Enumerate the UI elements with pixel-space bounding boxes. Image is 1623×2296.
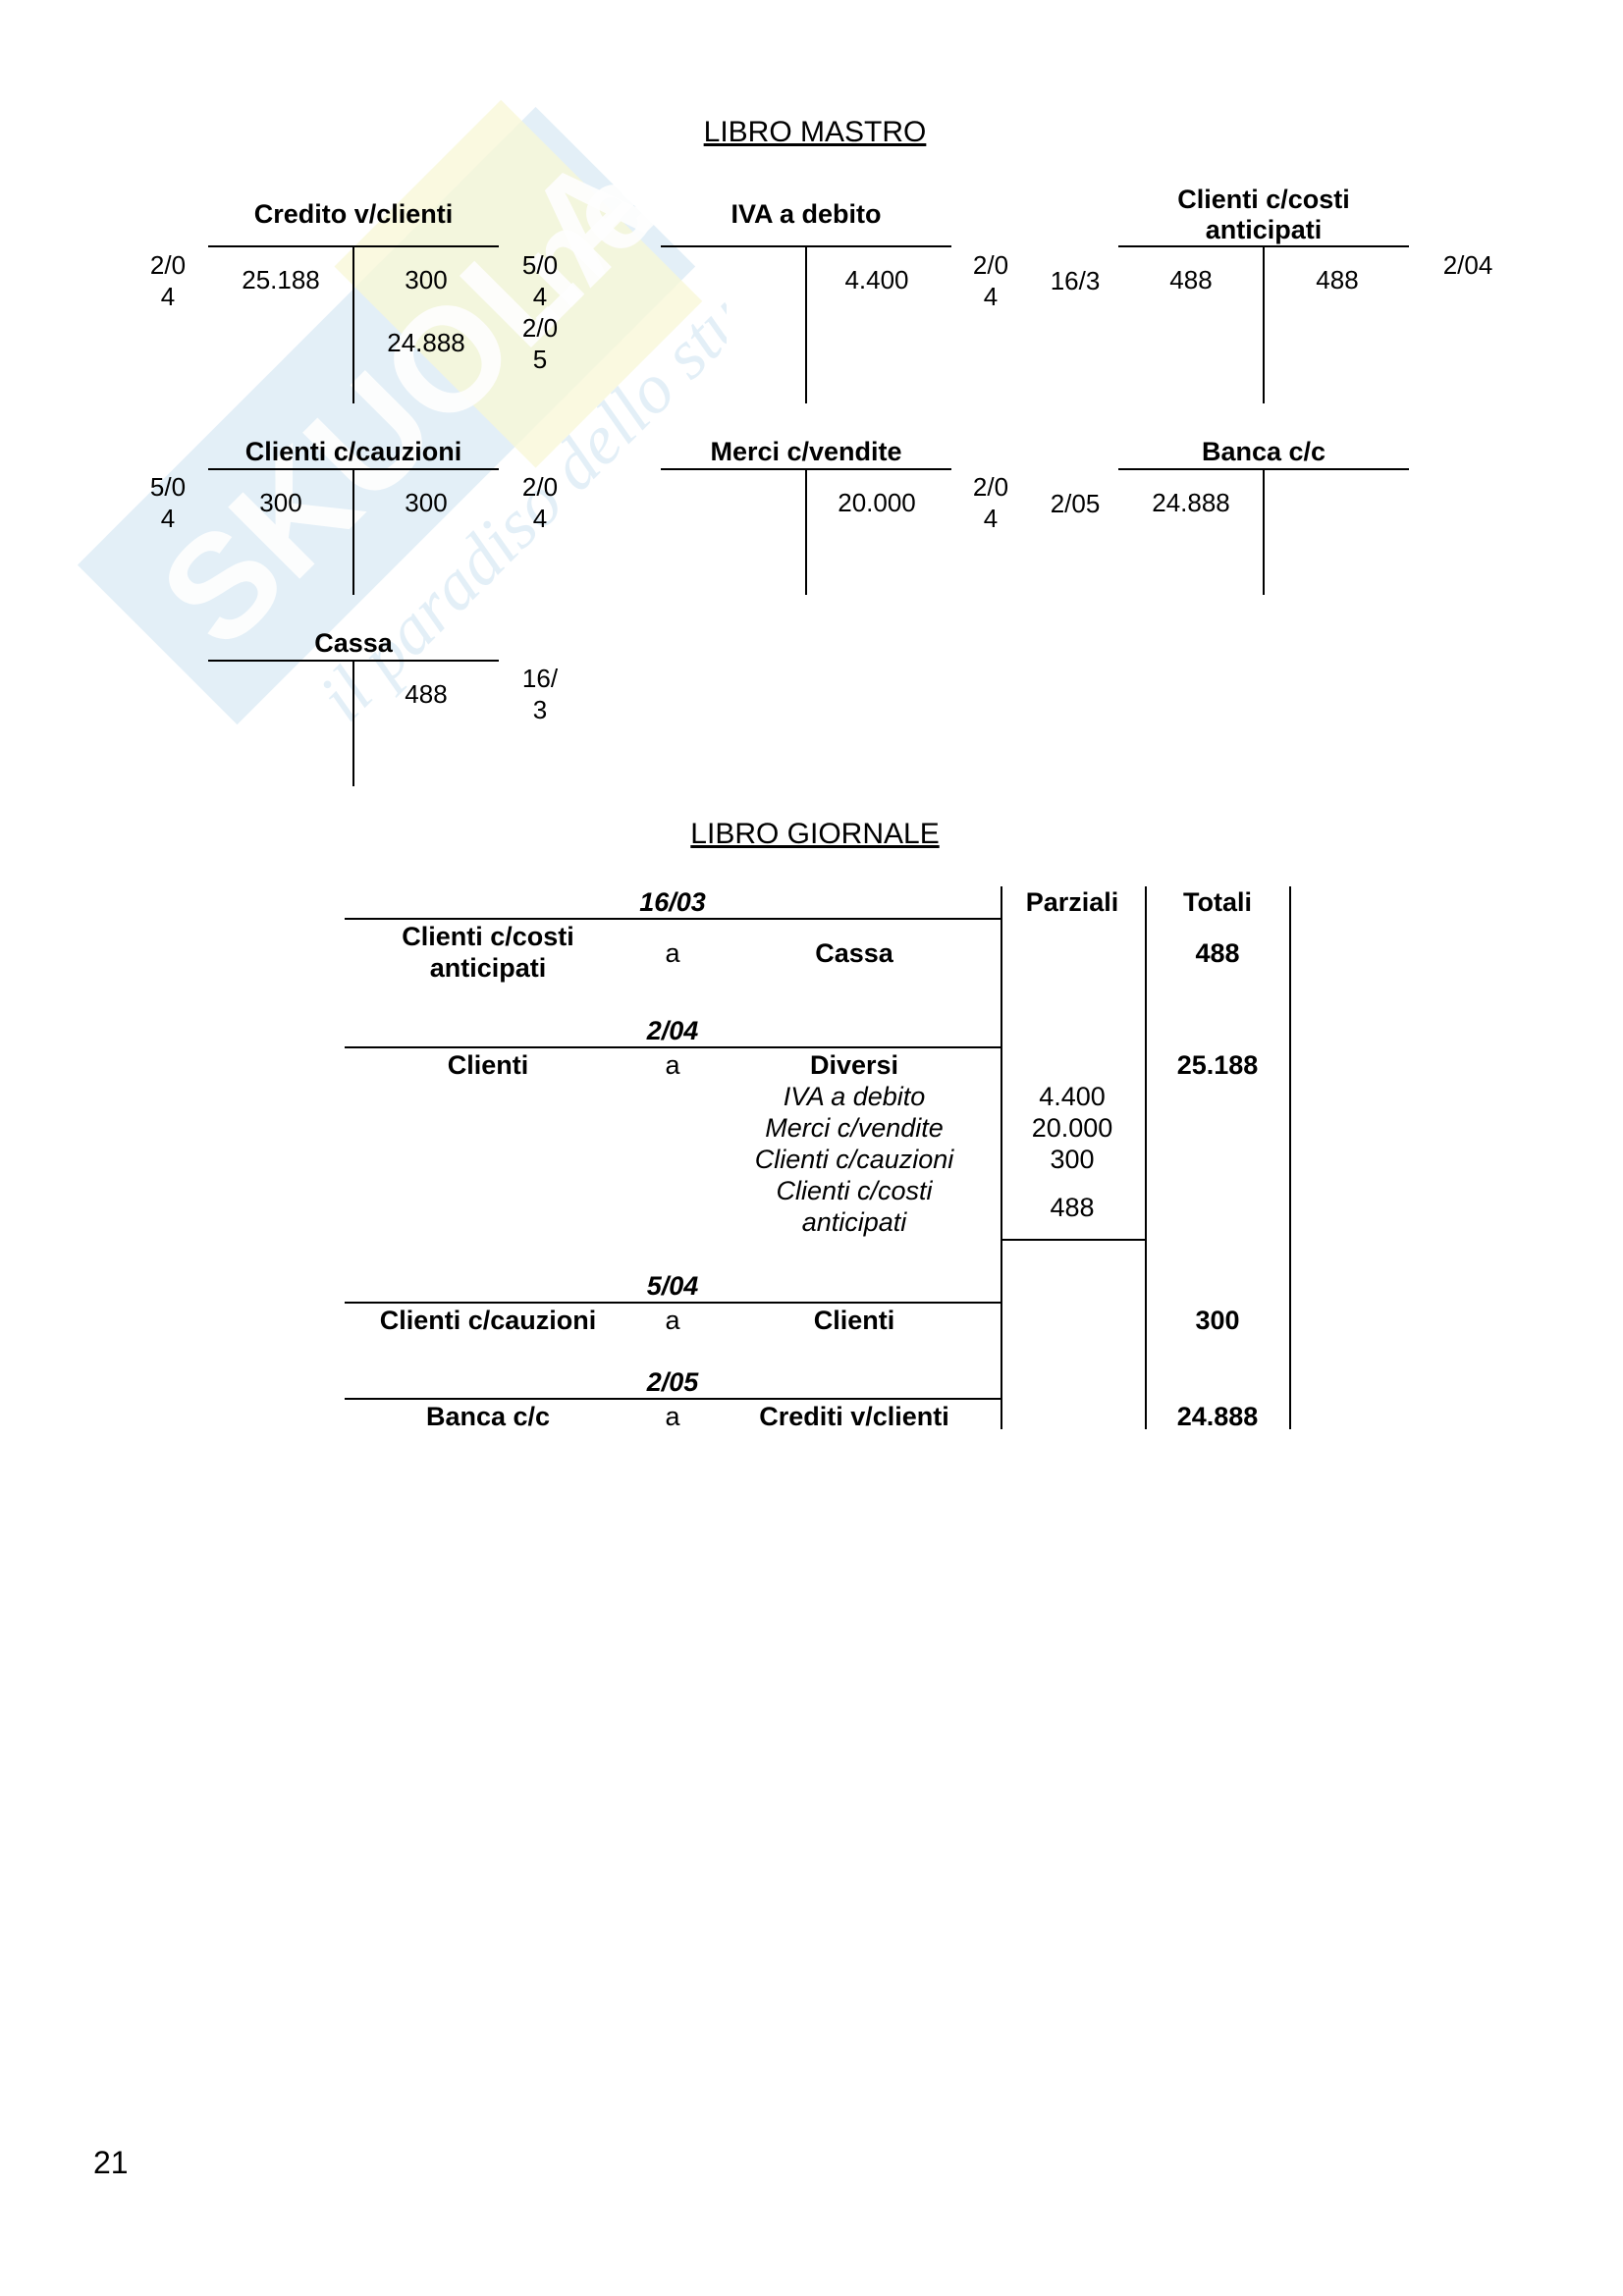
right-value: 24.888	[387, 328, 465, 357]
t-account-center-line	[1263, 246, 1265, 403]
t-account-center-line	[1263, 469, 1265, 595]
total-value: 25.188	[1176, 1050, 1259, 1080]
debit-account: Clienti c/costi anticipati	[402, 922, 574, 983]
page-number: 21	[93, 2145, 129, 2180]
entry-date: 5/04	[646, 1271, 699, 1301]
left-date: 2/0 4	[149, 250, 187, 311]
account-name: Cassa	[314, 628, 393, 658]
t-account-center-line	[352, 469, 354, 595]
right-value: 488	[1316, 265, 1359, 294]
right-date: 5/0 4	[521, 250, 559, 311]
total-value: 24.888	[1176, 1402, 1259, 1431]
account-name: IVA a debito	[730, 199, 882, 229]
account-name: Merci c/vendite	[710, 437, 902, 466]
debit-account: Clienti	[447, 1050, 529, 1080]
right-value: 20.000	[838, 488, 916, 517]
partial-value: 488	[1050, 1193, 1095, 1222]
col-divider	[1289, 886, 1291, 1429]
left-value: 25.188	[242, 265, 320, 294]
entry-date: 16/03	[639, 887, 706, 917]
right-value: 300	[405, 265, 448, 294]
t-account-center-line	[352, 661, 354, 786]
right-date: 2/0 4	[972, 250, 1009, 311]
col-header-totali: Totali	[1183, 887, 1252, 917]
partial-value: 20.000	[1031, 1113, 1113, 1143]
t-account-center-line	[805, 469, 807, 595]
left-date: 5/0 4	[149, 472, 187, 533]
right-value: 4.400	[844, 265, 909, 294]
t-account-center-line	[352, 246, 354, 403]
giornale-title: LIBRO GIORNALE	[690, 818, 940, 850]
a-connector: a	[665, 1306, 680, 1335]
a-connector: a	[665, 1402, 680, 1431]
left-date: 2/05	[1050, 489, 1101, 518]
entry-line	[345, 1302, 1001, 1304]
entry-date: 2/04	[646, 1016, 699, 1045]
right-date: 2/04	[1442, 250, 1493, 280]
sub-account: Clienti c/cauzioni	[754, 1145, 954, 1174]
sub-account: IVA a debito	[783, 1082, 926, 1111]
col-header-parziali: Parziali	[1025, 887, 1119, 917]
left-value: 24.888	[1152, 488, 1230, 517]
credit-account: Cassa	[815, 938, 893, 968]
total-value: 488	[1195, 938, 1240, 968]
entry-line	[345, 1046, 1001, 1048]
debit-account: Banca c/c	[425, 1402, 551, 1431]
credit-account: Clienti	[813, 1306, 895, 1335]
entry-date: 2/05	[646, 1367, 699, 1397]
credit-account: Crediti v/clienti	[759, 1402, 949, 1431]
a-connector: a	[665, 938, 680, 968]
right-date: 2/0 4	[521, 472, 559, 533]
partial-value: 4.400	[1039, 1082, 1106, 1111]
entry-line	[345, 918, 1001, 920]
right-date: 2/0 4	[972, 472, 1009, 533]
total-value: 300	[1195, 1306, 1240, 1335]
account-name: Clienti c/costi anticipati	[1177, 185, 1350, 244]
sub-account: Clienti c/costi anticipati	[776, 1176, 933, 1237]
left-value: 300	[259, 488, 302, 517]
col-divider	[1001, 886, 1002, 1429]
entry-line	[345, 1398, 1001, 1400]
right-date: 2/0 5	[521, 313, 559, 374]
col-divider	[1145, 886, 1147, 1429]
right-value: 488	[405, 679, 448, 709]
account-name: Banca c/c	[1201, 437, 1326, 466]
right-value: 300	[405, 488, 448, 517]
mastro-title: LIBRO MASTRO	[703, 116, 927, 148]
left-date: 16/3	[1050, 266, 1101, 295]
right-date: 16/ 3	[521, 664, 559, 724]
partials-underline	[1001, 1239, 1146, 1241]
credit-account: Diversi	[809, 1050, 899, 1080]
skuola-watermark-logo: SKUOLA .net il paradiso dello studente	[77, 99, 727, 736]
account-name: Credito v/clienti	[253, 199, 454, 229]
left-value: 488	[1169, 265, 1213, 294]
partial-value: 300	[1050, 1145, 1095, 1174]
t-account-center-line	[805, 246, 807, 403]
sub-account: Merci c/vendite	[765, 1113, 944, 1143]
debit-account: Clienti c/cauzioni	[379, 1306, 597, 1335]
account-name: Clienti c/cauzioni	[244, 437, 462, 466]
a-connector: a	[665, 1050, 680, 1080]
